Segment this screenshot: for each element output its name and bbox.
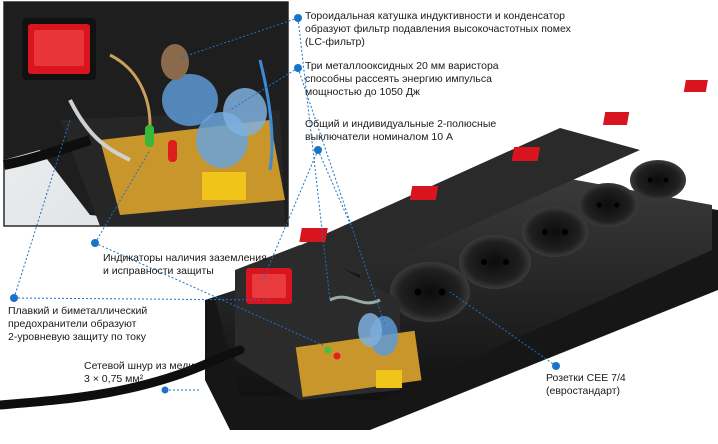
annotation-fuses: Плавкий и биметаллический предохранители…	[8, 305, 148, 343]
annotation-switches: Общий и индивидуальные 2-полюсные выключ…	[305, 118, 497, 143]
annotation-indicators: Индикаторы наличия заземления и исправно…	[103, 252, 267, 277]
open-compartment	[235, 245, 422, 400]
sockets	[390, 160, 686, 322]
leader-dots	[10, 14, 560, 394]
individual-switches	[299, 80, 708, 242]
annotation-toroid: Тороидальная катушка индуктивности и кон…	[305, 10, 571, 48]
annotation-cord: Сетевой шнур из меди 3 × 0,75 мм²	[84, 360, 195, 385]
annotation-sockets: Розетки CEE 7/4 (евростандарт)	[546, 372, 626, 397]
power-cord	[0, 345, 245, 410]
annotation-varistor: Три металлооксидных 20 мм варистора спос…	[305, 60, 499, 98]
leader-lines	[13, 17, 557, 391]
inset-closeup	[3, 1, 289, 227]
